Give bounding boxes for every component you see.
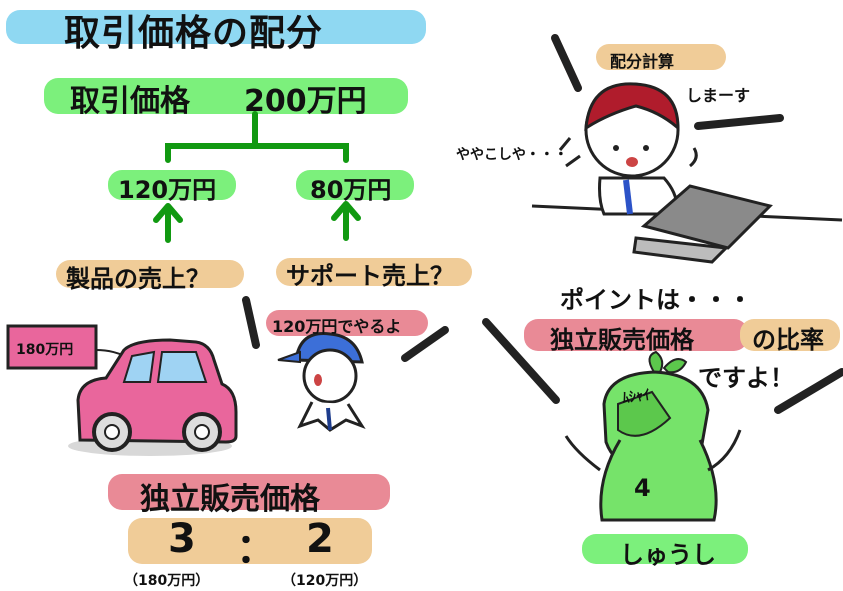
split-left-amount: 120万円 <box>118 170 216 205</box>
ssp-label: 独立販売価格 <box>140 474 320 518</box>
split-tree <box>168 114 346 160</box>
split-right-amount: 80万円 <box>310 170 391 205</box>
car-price-tag: 180万円 <box>16 339 73 359</box>
mascot-number: 4 <box>634 474 651 502</box>
point-line3: ですよ！ <box>698 358 794 393</box>
page-title: 取引価格の配分 <box>64 4 323 56</box>
product-sales-question: 製品の売上？ <box>66 259 210 294</box>
worker-illustration <box>278 334 362 430</box>
ssp-left-value: 3 <box>168 516 196 562</box>
worker-speech: 120万円でやるよ <box>272 313 401 337</box>
transaction-label: 取引価格 <box>70 76 190 120</box>
ssp-colon: ： <box>236 516 276 574</box>
support-sales-question: サポート売上？ <box>286 256 454 291</box>
point-ratio: の比率 <box>752 320 824 355</box>
office-illustration <box>532 84 842 262</box>
up-arrow-icon <box>156 204 358 240</box>
ssp-right-value: 2 <box>306 516 334 562</box>
mascot-badge: ﾑｼｬｲ <box>621 384 652 408</box>
ssp-left-note: （180万円） <box>124 570 209 590</box>
office-speech-right: しまーす <box>686 82 750 106</box>
point-ssp: 独立販売価格 <box>550 320 694 355</box>
point-line1: ポイントは・・・ <box>560 280 752 315</box>
mascot-name: しゅうし <box>620 535 716 570</box>
calc-label: 配分計算 <box>610 48 674 72</box>
ssp-right-note: （120万円） <box>282 570 367 590</box>
office-speech-left: ややこしや・・・ <box>456 144 568 164</box>
transaction-amount: 200万円 <box>244 76 367 120</box>
